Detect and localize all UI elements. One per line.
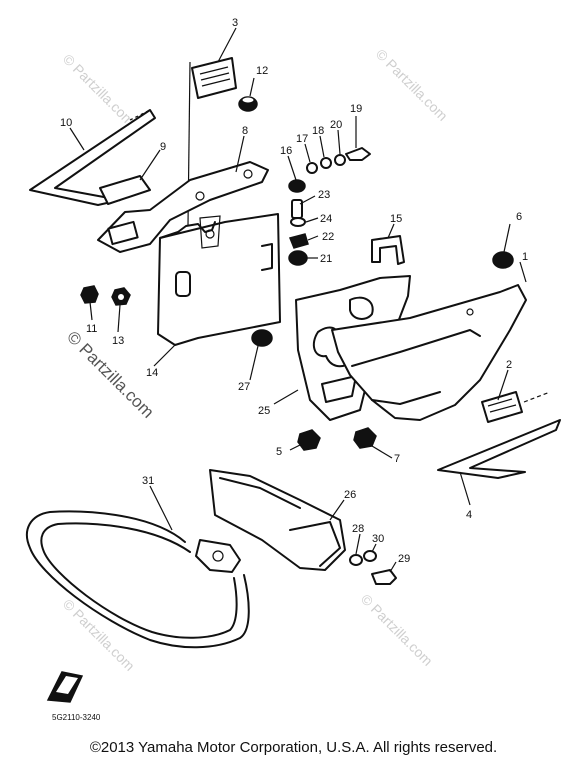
callout-30: 30 [372, 533, 384, 545]
callout-leaders [69, 27, 527, 573]
watermark: © Partzilla.com [60, 596, 138, 674]
callout-21: 21 [320, 253, 332, 265]
watermark-main: © Partzilla.com [63, 327, 157, 421]
nut-13 [111, 287, 131, 306]
callout-4: 4 [466, 509, 472, 521]
washer-20 [334, 154, 346, 166]
watermark: © Partzilla.com [373, 46, 451, 124]
watermark: © Partzilla.com [358, 591, 436, 669]
callout-31: 31 [142, 475, 154, 487]
bolt-19 [345, 147, 371, 161]
callout-24: 24 [320, 213, 332, 225]
main-box [157, 213, 281, 346]
callout-27: 27 [238, 381, 250, 393]
collar-23 [291, 199, 303, 219]
callout-18: 18 [312, 125, 324, 137]
emblem-badge [481, 391, 551, 423]
callout-3: 3 [232, 17, 238, 29]
callout-1: 1 [522, 251, 528, 263]
washer-28 [349, 554, 363, 566]
washer-17 [306, 162, 318, 174]
callout-labels: 1 2 3 4 5 6 7 8 9 10 11 12 13 14 15 16 1… [60, 17, 528, 565]
plate-small [99, 175, 151, 205]
callout-19: 19 [350, 103, 362, 115]
grommet-6 [492, 251, 514, 269]
reference-icon [46, 671, 84, 703]
callout-28: 28 [352, 523, 364, 535]
callout-11: 11 [86, 323, 97, 335]
grommet-12 [238, 96, 258, 112]
bracket-arm [97, 161, 269, 253]
callout-8: 8 [242, 125, 248, 137]
callout-14: 14 [146, 367, 158, 379]
callout-17: 17 [296, 133, 308, 145]
callout-20: 20 [330, 119, 342, 131]
grommet-27 [251, 329, 273, 347]
callout-16: 16 [280, 145, 292, 157]
washer-18 [320, 157, 332, 169]
emblem-left [29, 109, 156, 206]
callout-22: 22 [322, 231, 334, 243]
grommet-22 [288, 233, 309, 249]
emblem-right [437, 419, 561, 479]
diagram-code: 5G2110-3240 [52, 713, 101, 722]
callout-5: 5 [276, 446, 282, 458]
bolt-29 [371, 569, 397, 585]
duct [209, 469, 346, 571]
callout-29: 29 [398, 553, 410, 565]
copyright-notice: ©2013 Yamaha Motor Corporation, U.S.A. A… [89, 739, 498, 756]
callout-13: 13 [112, 335, 124, 347]
grommet-21 [288, 250, 308, 266]
nut-5 [297, 429, 321, 451]
hardware-cluster [288, 147, 371, 266]
washer-24 [290, 217, 306, 227]
washer-30 [363, 550, 377, 562]
callout-12: 12 [256, 65, 268, 77]
clip-15 [371, 235, 405, 265]
callout-23: 23 [318, 189, 330, 201]
callout-15: 15 [390, 213, 402, 225]
callout-10: 10 [60, 117, 72, 129]
callout-7: 7 [394, 453, 400, 465]
hose [25, 510, 250, 649]
callout-9: 9 [160, 141, 166, 153]
callout-2: 2 [506, 359, 512, 371]
nut-7 [353, 427, 377, 449]
callout-25: 25 [258, 405, 270, 417]
grommet-16 [288, 179, 306, 193]
callout-26: 26 [344, 489, 356, 501]
side-cover [331, 284, 527, 421]
nut-11 [80, 285, 99, 304]
callout-6: 6 [516, 211, 522, 223]
